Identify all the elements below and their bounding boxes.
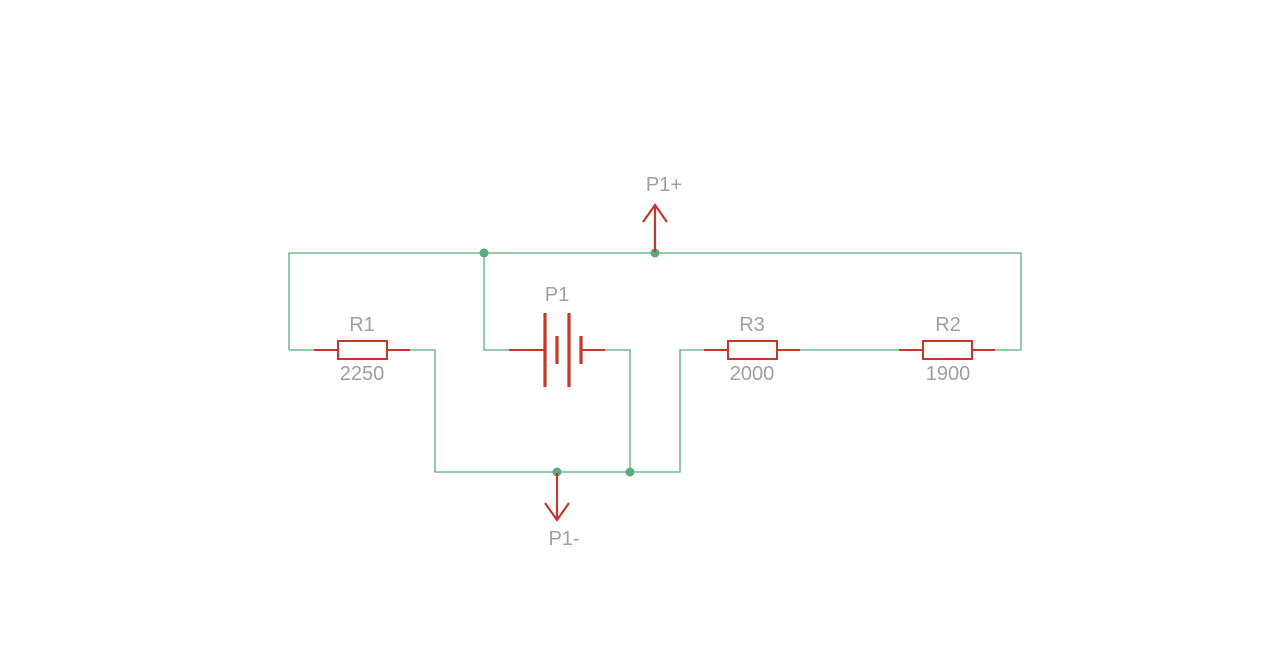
arrow-up-icon — [642, 203, 668, 252]
negative-port-label: P1- — [548, 528, 579, 550]
junction-dot — [650, 248, 660, 258]
r2-name-label: R2 — [935, 314, 961, 336]
r1-name-label: R1 — [349, 314, 375, 336]
r3-name-label: R3 — [739, 314, 765, 336]
arrow-down-icon — [544, 473, 570, 522]
resistor-icon — [314, 340, 410, 360]
wire-top-rail — [288, 252, 1022, 350]
junction-dot — [479, 248, 489, 258]
junction-dot — [552, 467, 562, 477]
wire-r1-to-bottom-rail — [410, 349, 704, 473]
wire-top-to-battery — [483, 253, 509, 351]
r3-value-label: 2000 — [730, 363, 775, 385]
junctions — [479, 248, 660, 477]
positive-port-label: P1+ — [646, 174, 682, 196]
junction-dot — [625, 467, 635, 477]
r2-value-label: 1900 — [926, 363, 971, 385]
battery-name-label: P1 — [545, 284, 569, 306]
r1-value-label: 2250 — [340, 363, 385, 385]
battery-icon — [509, 313, 605, 387]
resistor-icon — [704, 340, 800, 360]
wire-battery-to-bottom — [605, 349, 631, 472]
resistor-icon — [899, 340, 995, 360]
